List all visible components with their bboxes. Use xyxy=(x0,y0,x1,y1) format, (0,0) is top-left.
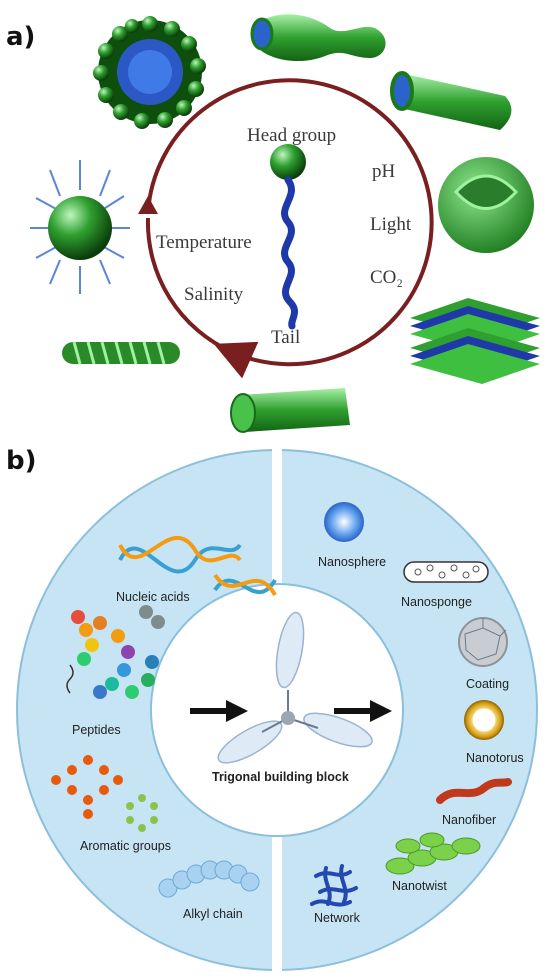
nanotwist-graphic xyxy=(385,832,481,875)
tail-label: Tail xyxy=(271,327,300,348)
ring-divider-top xyxy=(272,448,282,584)
reverse-micelle xyxy=(30,160,130,294)
wormlike-micelle xyxy=(250,14,386,62)
cycle-arrow-start xyxy=(145,217,233,354)
stimulus-temperature: Temperature xyxy=(156,232,252,253)
item-nanosponge: Nanosponge xyxy=(401,595,472,609)
nucleic-acid-graphic xyxy=(118,535,277,597)
stimulus-salinity: Salinity xyxy=(184,284,244,305)
item-aromatic-groups: Aromatic groups xyxy=(80,839,171,853)
nanotorus-graphic xyxy=(464,700,504,740)
coating-graphic xyxy=(458,617,508,667)
alkyl-chain-graphic xyxy=(158,860,260,898)
inner-circle xyxy=(150,583,404,837)
arrow-out xyxy=(334,700,392,722)
cylindrical-micelle xyxy=(390,71,512,130)
head-group-ball xyxy=(270,144,306,180)
item-coating: Coating xyxy=(466,677,509,691)
arrow-in xyxy=(190,700,248,722)
head-group-label: Head group xyxy=(247,125,336,146)
nanofiber-graphic xyxy=(436,778,512,804)
network-graphic xyxy=(310,864,358,907)
vesicle xyxy=(438,157,534,253)
cycle-arrowhead xyxy=(138,196,158,214)
stimulus-light: Light xyxy=(370,214,412,235)
item-nanotwist: Nanotwist xyxy=(392,879,447,893)
peptide-graphic xyxy=(66,605,165,699)
tail-chain xyxy=(281,176,298,330)
nanotube xyxy=(230,388,350,433)
spherical-micelle xyxy=(93,16,206,129)
trigonal-block xyxy=(217,611,373,764)
lamellar-stack xyxy=(410,298,540,384)
panel-b-label: b) xyxy=(6,446,37,476)
item-peptides: Peptides xyxy=(72,723,121,737)
cycle-arrow xyxy=(146,78,434,379)
helical-fiber xyxy=(62,341,180,365)
nanosponge-graphic xyxy=(403,561,489,583)
item-alkyl-chain: Alkyl chain xyxy=(183,907,243,921)
item-network: Network xyxy=(314,911,361,925)
center-label: Trigonal building block xyxy=(212,770,349,784)
stimulus-ph: pH xyxy=(372,161,396,182)
stimulus-co2: CO₂ xyxy=(370,267,403,288)
item-nanofiber: Nanofiber xyxy=(442,813,496,827)
nanosphere-graphic xyxy=(324,502,364,542)
item-nanotorus: Nanotorus xyxy=(466,751,524,765)
ring-divider-bottom xyxy=(272,836,282,972)
aromatic-graphic-green xyxy=(126,794,158,832)
item-nucleic-acids: Nucleic acids xyxy=(116,590,190,604)
panel-a-label: a) xyxy=(6,22,36,52)
item-nanosphere: Nanosphere xyxy=(318,555,386,569)
aromatic-graphic xyxy=(51,755,123,819)
